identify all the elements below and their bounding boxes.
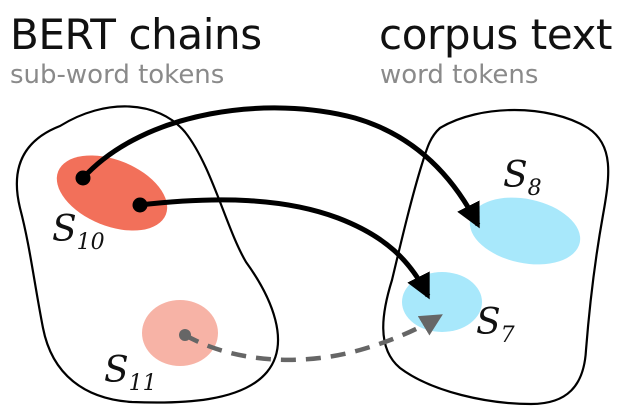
label-s11: S11 [104, 350, 157, 396]
token-point-s10-a [75, 170, 91, 186]
arrow-s10-to-s7 [139, 197, 431, 300]
label-s10: S10 [52, 209, 105, 255]
set-s8-ellipse [469, 197, 581, 265]
label-s7: S7 [476, 302, 515, 348]
dashed-arrow-s11-to-s7 [183, 314, 443, 363]
corpus-text-region [382, 109, 610, 406]
bert-chains-title: BERT chains [10, 10, 262, 59]
label-s8: S8 [503, 155, 542, 201]
bert-chain-region [15, 105, 280, 404]
set-s7-ellipse [402, 272, 482, 332]
word-tokens-subtitle: word tokens [380, 60, 539, 90]
token-point-s11 [179, 329, 191, 341]
corpus-text-title: corpus text [379, 10, 613, 59]
sub-word-tokens-subtitle: sub-word tokens [10, 60, 225, 90]
arrow-s10-to-s8 [81, 105, 481, 229]
token-point-s10-b [132, 197, 148, 213]
